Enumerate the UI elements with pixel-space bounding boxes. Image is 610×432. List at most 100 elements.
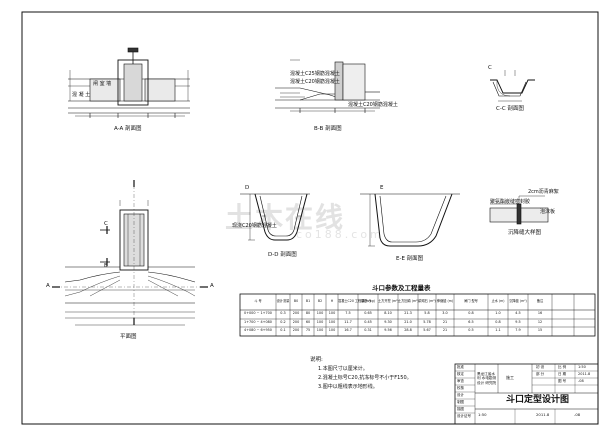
tb-label: 日 期 [558,372,567,376]
table-header-cell: 备注 [536,299,544,303]
section-letter-c2: C [488,65,492,71]
aa-annotation-wall: 闸 室 墙 [93,81,112,87]
table-cell: 28.8 [404,328,412,332]
note-item: 3.图中以粗线表示地形线。 [318,384,378,390]
table-header-cell: 沉降缝 (m²) [509,299,527,303]
aa-section-caption: A-A 剖面图 [114,126,142,132]
table-cell: 5.67 [423,328,431,332]
table-cell: 200 [292,328,300,332]
tb-label: 图 号 [558,379,567,383]
table-cell: 100 [328,328,336,332]
plan-view-caption: 平面图 [120,334,137,340]
table-cell: 0.2 [280,319,286,324]
table-header-cell: 浆砌石 (m³) [418,299,436,303]
table-cell: 1.1 [495,328,501,332]
table-cell: 80 [305,311,311,315]
table-cell: 100 [328,319,336,324]
table-cell: 60 [305,319,311,324]
tb-date: 2011.8 [578,372,591,376]
dd-section-caption: D-D 剖面图 [268,252,297,258]
table-cell: 7.9 [515,328,521,332]
tb-design-unit: 黑龙江省水利 水电勘测设计 研究院 [477,372,497,385]
notes-title: 说明: [310,357,323,363]
table-cell: 21.0 [404,319,412,324]
joint-detail-linework [489,195,549,225]
table-cell: 11.7 [344,319,352,324]
joint-annotation-foam: 泡沫板 [540,209,556,215]
parameter-table-grid [239,293,596,337]
tb-label: 比 例 [558,365,567,369]
tb-stage: 施工 [506,375,514,380]
section-letter-a-left: A [46,283,50,289]
table-cell: 200 [292,311,300,315]
table-cell: 9.5 [515,319,521,324]
table-cell: 21 [442,319,448,324]
table-header-cell: B0 [293,299,299,303]
table-header-cell: 止水 (m) [491,299,505,303]
table-header-cell: B1 [305,299,311,303]
table-cell: 16.7 [344,328,352,332]
tb-label: 初 设 [536,365,545,369]
bb-annotation-c25: 混凝土C25钢筋混凝土 [290,71,340,77]
cc-section-caption: C-C 剖面图 [496,106,524,112]
table-cell: 0.31 [364,328,372,332]
table-cell: 0.8 [495,319,501,324]
watermark-logo: 土木在线 [225,201,346,234]
table-title: 斗口参数及工程量表 [372,284,431,292]
table-header-cell: 斗 号 [254,299,262,303]
table-cell: 0.1 [280,328,286,332]
table-cell: 0.8 [468,311,474,315]
table-header-cell: 土方开挖 (m³) [378,299,399,303]
bb-annotation-bottom: 混凝土C20钢筋混凝土 [348,102,398,108]
aa-section-linework [68,47,190,118]
tb-label: 设计证号 [457,414,471,418]
table-header-cell: 伸缩缝 (m) [436,299,454,303]
tb-scale-bottom: 1:50 [478,412,487,417]
section-letter-e: E [380,185,384,191]
table-header-cell: H [330,299,334,303]
table-cell: 1+700 ~ 4+080 [244,319,272,324]
table-cell: 100 [328,311,336,315]
table-cell: 21 [442,328,448,332]
tb-label: 制图 [457,400,464,404]
joint-annotation-sealant: 聚氨酯嵌缝密封胶 [490,199,531,205]
tb-sheet-no: -08 [578,379,584,383]
cc-section-linework [490,70,535,102]
table-cell: 4+080 ~ 6+950 [244,328,272,332]
tb-label: 审查 [457,379,464,383]
joint-detail-caption: 沉降缝大样图 [508,230,542,236]
table-cell: 100 [316,319,324,324]
table-cell: 0.5 [468,328,474,332]
table-cell: 1.0 [495,311,501,315]
plan-view-linework [55,185,205,326]
ee-section-linework [360,193,460,247]
table-cell: 8.10 [384,311,392,315]
title-block-grid [454,363,599,425]
table-cell: 12 [537,319,543,324]
tb-label: 批准 [457,365,464,369]
tb-scale: 1:50 [578,365,586,369]
tb-drawing-title: 斗口定型设计图 [506,395,570,405]
table-cell: 16 [537,311,543,315]
table-cell: 200 [292,319,300,324]
table-cell: 5.78 [423,319,431,324]
watermark-url: co188.com [296,228,384,241]
ee-section-caption: E-E 剖面图 [396,256,424,262]
note-item: 2.混凝土标号C20,抗冻标号不小于F150。 [318,375,412,381]
table-cell: 21.3 [404,311,412,315]
table-header-cell: 设计流量 [276,299,290,303]
section-letter-d: D [245,185,250,191]
bb-section-linework [275,59,380,113]
tb-date-bottom: 2011.8 [536,412,550,417]
table-cell: 7.5 [345,311,351,315]
table-cell: 6.5 [468,319,474,324]
table-cell: 5.8 [424,311,430,315]
section-letter-c: C [104,221,108,227]
table-header-cell: 土方回填 (m³) [398,299,419,303]
table-cell: 100 [316,311,324,315]
section-letter-b: B [104,263,108,269]
table-cell: 0.65 [364,311,372,315]
dd-section-linework [240,193,310,241]
